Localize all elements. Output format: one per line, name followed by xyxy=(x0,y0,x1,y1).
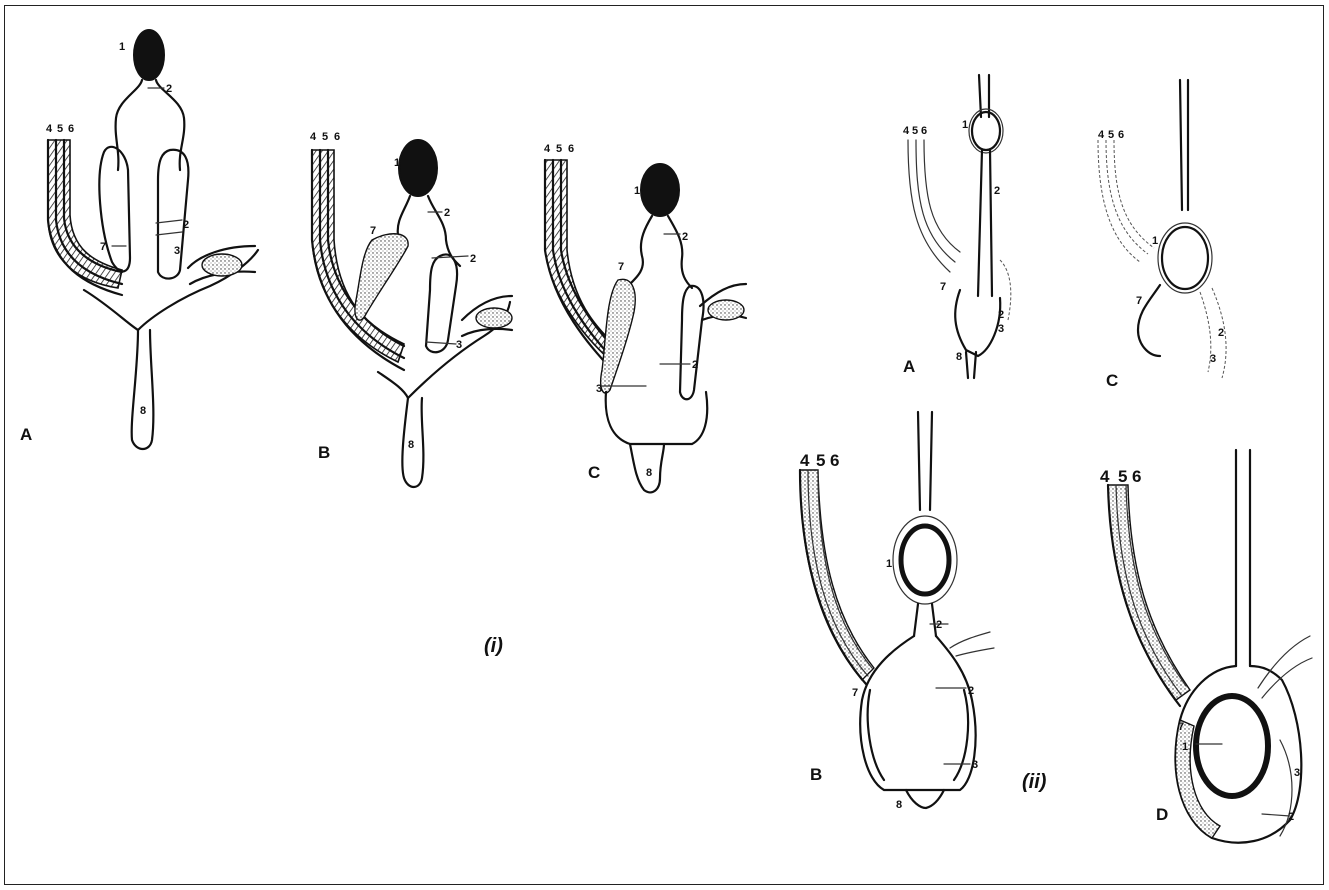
structure-1 xyxy=(1196,696,1268,796)
label-1: 1 xyxy=(394,157,400,169)
label-3: 3 xyxy=(998,323,1004,335)
label-7: 7 xyxy=(940,281,946,293)
label-7: 7 xyxy=(852,687,858,699)
structure-1 xyxy=(399,140,437,196)
label-1: 1 xyxy=(886,558,892,570)
label-8: 8 xyxy=(896,799,902,811)
diagram-i-b: 1 2 4 5 6 7 2 3 8 B xyxy=(310,131,512,487)
label-3: 3 xyxy=(456,339,462,351)
label-2: 2 xyxy=(1218,327,1224,339)
stage-label-a: A xyxy=(20,425,32,444)
stage-label-ii-d: D xyxy=(1156,805,1168,824)
label-7: 7 xyxy=(370,225,376,237)
panel-label-i: (i) xyxy=(484,635,503,657)
structure-8 xyxy=(132,330,154,449)
stage-label-ii-b: B xyxy=(810,765,822,784)
label-6: 6 xyxy=(568,143,574,155)
label-5: 5 xyxy=(556,143,562,155)
structure-1 xyxy=(1162,227,1208,289)
label-8: 8 xyxy=(408,439,414,451)
label-8: 8 xyxy=(646,467,652,479)
diagram-ii-b: 4 5 6 1 2 7 2 3 8 B xyxy=(800,412,994,811)
label-5: 5 xyxy=(1118,467,1127,486)
label-4: 4 xyxy=(1100,467,1110,486)
structure-1 xyxy=(134,30,164,80)
label-2b: 2 xyxy=(470,253,476,265)
structure-8 xyxy=(966,352,976,378)
label-5: 5 xyxy=(57,123,63,135)
label-1: 1 xyxy=(962,119,968,131)
layers-4-5-6 xyxy=(48,140,122,288)
label-2: 2 xyxy=(166,83,172,95)
label-6: 6 xyxy=(830,451,839,470)
label-4: 4 xyxy=(800,451,810,470)
label-2b: 2 xyxy=(998,309,1004,321)
label-3: 3 xyxy=(1294,767,1300,779)
structure-2 xyxy=(914,604,936,636)
diagram-ii-d: 4 5 6 7 1 3 2 D xyxy=(1100,450,1312,843)
stage-label-ii-a: A xyxy=(903,357,915,376)
label-2: 2 xyxy=(994,185,1000,197)
label-8: 8 xyxy=(956,351,962,363)
label-7: 7 xyxy=(618,261,624,273)
diagram-i-a: 1 2 4 5 6 7 2 3 8 A xyxy=(20,30,258,449)
label-2: 2 xyxy=(1288,811,1294,823)
label-5: 5 xyxy=(912,125,918,137)
label-2: 2 xyxy=(682,231,688,243)
label-3: 3 xyxy=(174,245,180,257)
label-4: 4 xyxy=(1098,129,1105,141)
structure-8 xyxy=(906,790,944,808)
label-3: 3 xyxy=(972,759,978,771)
stage-label-c: C xyxy=(588,463,600,482)
label-4: 4 xyxy=(903,125,910,137)
stage-label-b: B xyxy=(318,443,330,462)
label-8: 8 xyxy=(140,405,146,417)
diagram-ii-a: 4 5 6 1 2 7 2 3 8 A xyxy=(903,75,1011,378)
structure-7 xyxy=(601,279,636,393)
label-4: 4 xyxy=(310,131,317,143)
label-1: 1 xyxy=(1182,741,1188,753)
label-7: 7 xyxy=(100,241,106,253)
label-2: 2 xyxy=(936,619,942,631)
layers-4-5-6 xyxy=(1108,485,1190,700)
stage-label-ii-c: C xyxy=(1106,371,1118,390)
diagram-i-c: 1 2 4 5 6 7 2 3 8 C xyxy=(544,143,746,492)
label-6: 6 xyxy=(921,125,927,137)
label-6: 6 xyxy=(334,131,340,143)
structure-1 xyxy=(901,526,949,594)
label-3: 3 xyxy=(596,383,602,395)
structure-7 xyxy=(355,234,408,320)
structure-2 xyxy=(978,150,992,296)
structure-1 xyxy=(972,112,1000,150)
label-2b: 2 xyxy=(183,219,189,231)
label-1: 1 xyxy=(1152,235,1158,247)
label-2b: 2 xyxy=(692,359,698,371)
label-7: 7 xyxy=(1178,721,1184,733)
label-4: 4 xyxy=(544,143,551,155)
structure-1 xyxy=(641,164,679,216)
label-4: 4 xyxy=(46,123,53,135)
panel-label-ii: (ii) xyxy=(1022,771,1047,793)
label-7: 7 xyxy=(1136,295,1142,307)
label-2b: 2 xyxy=(968,685,974,697)
structure-2 xyxy=(116,80,185,170)
label-5: 5 xyxy=(816,451,825,470)
label-1: 1 xyxy=(119,41,125,53)
label-5: 5 xyxy=(1108,129,1114,141)
diagram-ii-c: 4 5 6 1 7 2 3 C xyxy=(1098,80,1226,390)
structure-7 xyxy=(868,690,968,780)
label-5: 5 xyxy=(322,131,328,143)
label-6: 6 xyxy=(1132,467,1141,486)
label-3: 3 xyxy=(1210,353,1216,365)
label-6: 6 xyxy=(68,123,74,135)
label-2: 2 xyxy=(444,207,450,219)
label-6: 6 xyxy=(1118,129,1124,141)
label-1: 1 xyxy=(634,185,640,197)
